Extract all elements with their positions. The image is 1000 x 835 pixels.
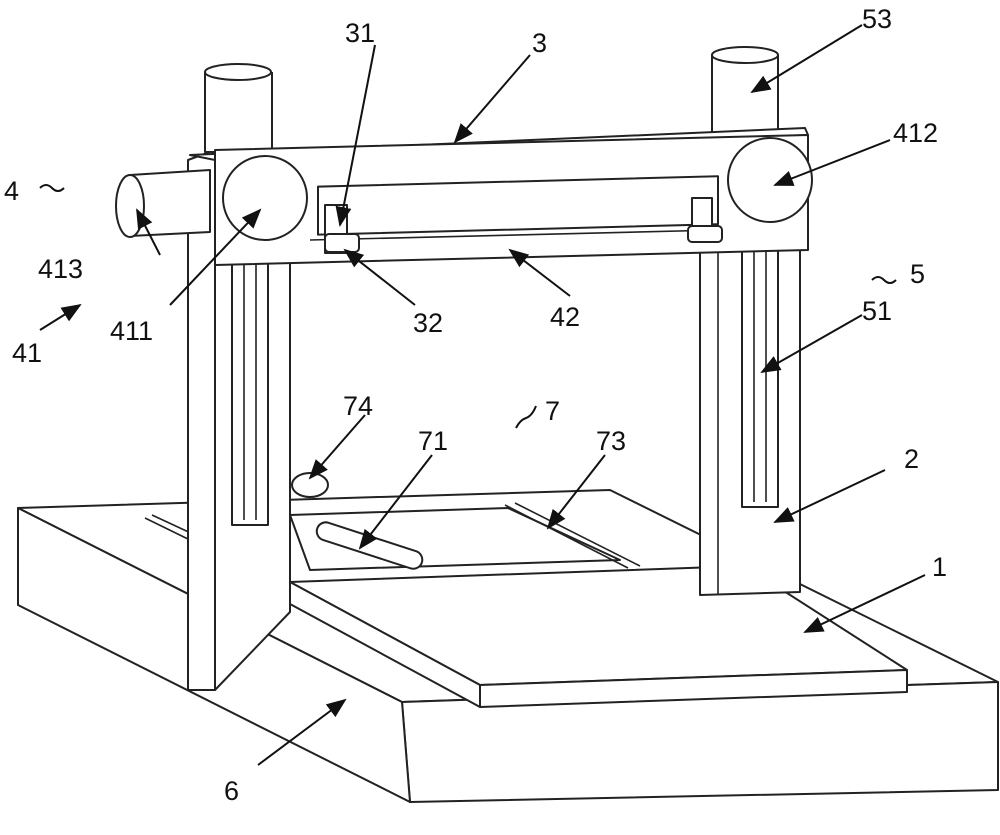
right-column: [700, 235, 800, 595]
label-2: 2: [904, 444, 919, 474]
label-6: 6: [224, 776, 239, 806]
label-3: 3: [532, 28, 547, 58]
label-32: 32: [413, 308, 443, 338]
label-53: 53: [862, 4, 892, 34]
label-7: 7: [545, 396, 560, 426]
label-51: 51: [862, 296, 892, 326]
label-4: 4: [4, 176, 19, 206]
label-31: 31: [345, 18, 375, 48]
label-411: 411: [110, 316, 153, 346]
label-42: 42: [550, 302, 580, 332]
motor: [116, 170, 210, 237]
label-74: 74: [343, 391, 373, 421]
label-413: 413: [38, 254, 83, 284]
label-41: 41: [12, 338, 42, 368]
label-73: 73: [596, 426, 626, 456]
label-5: 5: [910, 259, 925, 289]
label-71: 71: [418, 426, 448, 456]
label-1: 1: [932, 552, 947, 582]
label-412: 412: [893, 118, 938, 148]
